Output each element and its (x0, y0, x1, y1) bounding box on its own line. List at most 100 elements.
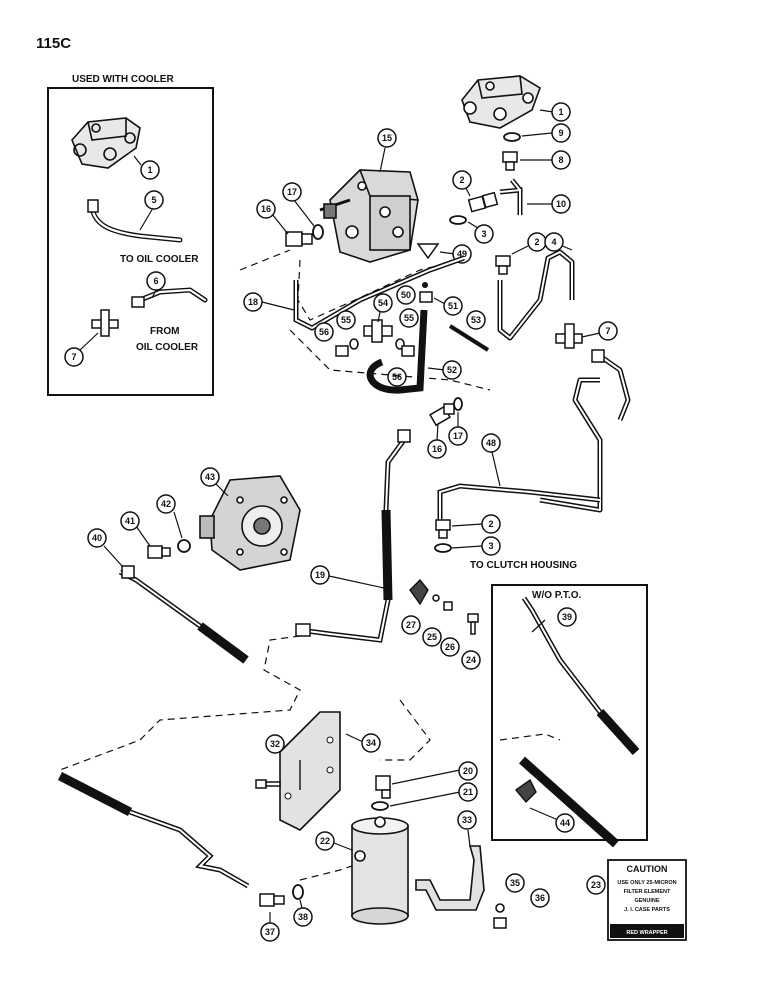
callout-2: 2 (459, 175, 464, 185)
o-ring-part (503, 132, 521, 142)
washer-part (422, 282, 428, 288)
routing-dashed-line (299, 865, 353, 881)
oil-filter-part (351, 816, 409, 925)
callout-19: 19 (315, 570, 325, 580)
alt-hose-part (519, 756, 619, 848)
callout-38: 38 (298, 912, 308, 922)
callout-9: 9 (558, 128, 563, 138)
o-ring-part (449, 215, 467, 225)
callout-51: 51 (448, 301, 458, 311)
callout-2: 2 (488, 519, 493, 529)
washer-part (495, 903, 505, 913)
control-valve-part (71, 117, 141, 169)
callout-37: 37 (265, 927, 275, 937)
control-valve-part (461, 75, 541, 129)
caution-line-4: J. I. CASE PARTS (624, 907, 670, 913)
routing-dashed-line (59, 635, 301, 771)
to-clutch-housing-label: TO CLUTCH HOUSING (470, 560, 577, 571)
callout-7: 7 (605, 326, 610, 336)
callout-32: 32 (270, 739, 280, 749)
callout-4: 4 (551, 237, 556, 247)
caution-footer: RED WRAPPER (626, 930, 667, 936)
callout-39: 39 (562, 612, 572, 622)
callout-48: 48 (486, 438, 496, 448)
callout-3: 3 (481, 229, 486, 239)
callout-34: 34 (366, 738, 376, 748)
hose-part (366, 309, 428, 394)
elbow-fitting-part (259, 893, 285, 907)
tee-fitting-part (91, 309, 119, 337)
wo-pto-inset: W/O P.T.O. 39 44 (491, 584, 648, 848)
o-ring-part (371, 801, 389, 811)
cooler-inset-title: USED WITH COOLER (72, 74, 174, 85)
oil-cooler-label: OIL COOLER (136, 342, 199, 353)
callout-8: 8 (558, 155, 563, 165)
o-ring-part (349, 338, 359, 350)
plug-fitting-part (416, 243, 440, 260)
caution-line-2: FILTER ELEMENT (624, 889, 671, 895)
callout-17: 17 (287, 187, 297, 197)
o-ring-part (395, 338, 405, 350)
callout-22: 22 (320, 836, 330, 846)
callout-27: 27 (406, 620, 416, 630)
callout-3: 3 (488, 541, 493, 551)
callout-24: 24 (466, 655, 476, 665)
tee-fitting-part (363, 319, 393, 343)
callout-15: 15 (382, 133, 392, 143)
caution-title: CAUTION (627, 864, 668, 874)
callout-56: 56 (392, 372, 402, 382)
callout-52: 52 (447, 365, 457, 375)
washer-part (432, 594, 440, 602)
callout-55: 55 (404, 313, 414, 323)
hydraulic-pump-part (199, 475, 301, 571)
caution-line-1: USE ONLY 25-MICRON (617, 880, 676, 886)
connector-part (335, 345, 349, 357)
callout-53: 53 (471, 315, 481, 325)
callout-10: 10 (556, 199, 566, 209)
o-ring-part (292, 884, 304, 900)
callout-23: 23 (591, 880, 601, 890)
connector-fitting-part (435, 519, 451, 539)
callout-7: 7 (71, 352, 76, 362)
routing-dashed-line (289, 329, 491, 391)
bolt-part (467, 613, 479, 635)
callout-26: 26 (445, 642, 455, 652)
callout-20: 20 (463, 766, 473, 776)
cooler-inset: USED WITH COOLER TO OIL COOLER FROM OIL … (47, 74, 214, 396)
callout-56: 56 (319, 327, 329, 337)
hose-clamp-part (409, 578, 429, 606)
filter-bracket-part (279, 711, 341, 831)
hydraulic-control-block-part (319, 169, 419, 263)
caution-footer-bar (610, 924, 684, 938)
elbow-fitting-part (285, 231, 313, 247)
callout-43: 43 (205, 472, 215, 482)
callout-1: 1 (558, 107, 563, 117)
callout-6: 6 (153, 276, 158, 286)
nut-part (443, 601, 453, 611)
wo-pto-inset-title: W/O P.T.O. (532, 590, 581, 601)
routing-dashed-line (239, 249, 463, 321)
tee-fitting-part (555, 323, 583, 349)
callout-42: 42 (161, 499, 171, 509)
o-ring-part (177, 539, 191, 553)
adapter-fitting-part (147, 545, 171, 559)
callout-36: 36 (535, 893, 545, 903)
callout-5: 5 (151, 195, 156, 205)
nut-part (419, 291, 433, 303)
adapter-fitting-part (502, 151, 518, 171)
caution-decal: 23 CAUTION USE ONLY 25-MICRON FILTER ELE… (586, 859, 687, 941)
callout-16: 16 (432, 444, 442, 454)
nut-part (493, 917, 507, 929)
pump-outlet-tube-part (293, 255, 465, 331)
o-ring-part (312, 224, 324, 240)
filter-strap-part (415, 845, 485, 911)
filter-hose-part (57, 771, 133, 817)
caution-line-3: GENUINE (634, 898, 659, 904)
from-label: FROM (150, 326, 179, 337)
callout-33: 33 (462, 815, 472, 825)
elbow-fitting-part (375, 775, 391, 799)
callout-49: 49 (457, 249, 467, 259)
callout-44: 44 (560, 818, 570, 828)
callout-40: 40 (92, 533, 102, 543)
